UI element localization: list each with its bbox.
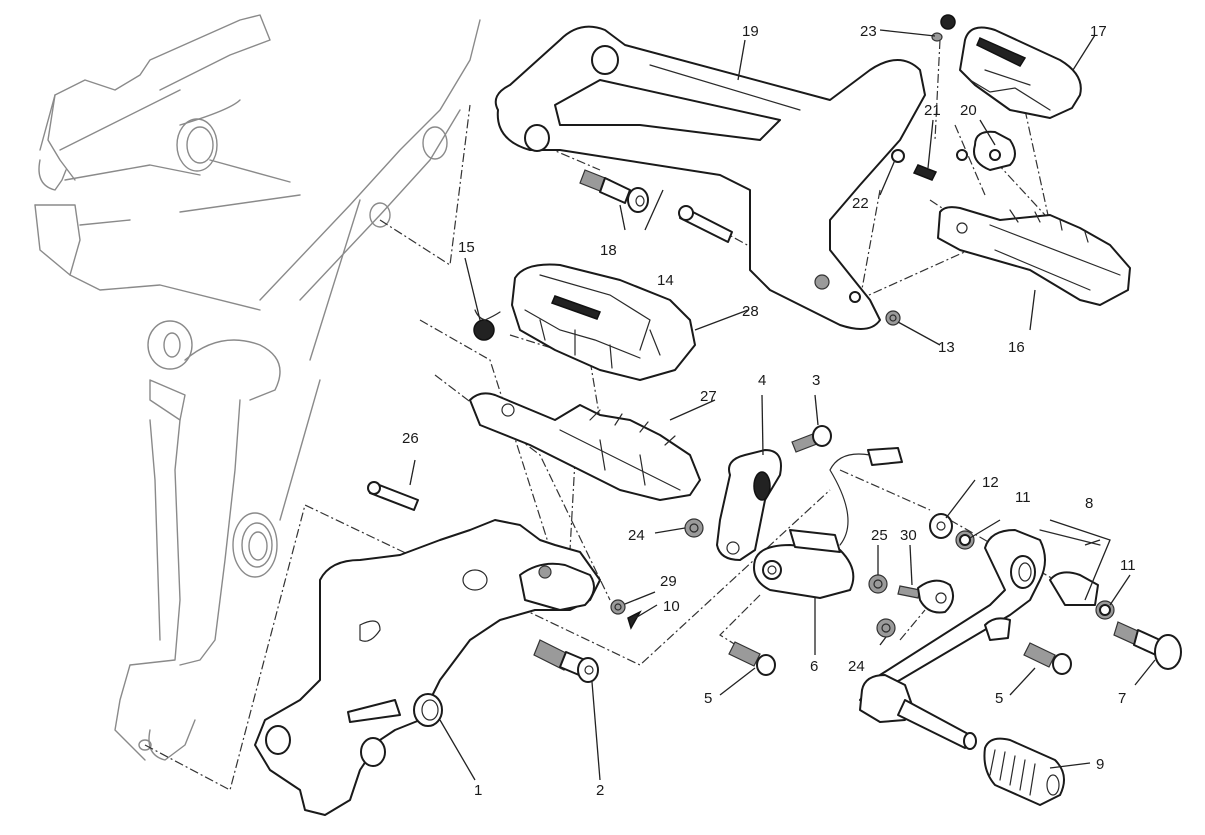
callout-13: 13 <box>938 339 955 356</box>
callout-1: 1 <box>474 782 482 799</box>
callout-15: 15 <box>458 239 475 256</box>
motorcycle-frame <box>34 14 481 761</box>
callout-22: 22 <box>852 195 869 212</box>
part-11-washer-left <box>955 530 975 550</box>
part-4-linkage-arm <box>716 449 782 561</box>
part-15-spring-clip <box>473 309 501 341</box>
part-27-footpeg <box>469 392 701 501</box>
part-10-split-pin <box>627 610 642 630</box>
callout-8: 8 <box>1085 495 1093 512</box>
part-18-bolt <box>579 169 649 213</box>
callout-26: 26 <box>402 430 419 447</box>
part-7-pivot-bolt <box>1113 621 1182 670</box>
part-13-nut <box>885 310 901 326</box>
part-19-footrest-bracket <box>494 25 926 330</box>
part-1-footrest-bracket <box>254 519 601 816</box>
callout-23: 23 <box>860 23 877 40</box>
callout-27: 27 <box>700 388 717 405</box>
leader-lines <box>409 29 1156 781</box>
callout-16: 16 <box>1008 339 1025 356</box>
callout-30: 30 <box>900 527 917 544</box>
part-17-rubber-pad <box>959 26 1082 119</box>
part-28-rubber-cover <box>511 263 696 381</box>
callout-9: 9 <box>1096 756 1104 773</box>
callout-2: 2 <box>596 782 604 799</box>
callout-12: 12 <box>982 474 999 491</box>
part-26-pin <box>367 481 419 511</box>
callout-10: 10 <box>663 598 680 615</box>
callout-17: 17 <box>1090 23 1107 40</box>
callout-20: 20 <box>960 102 977 119</box>
part-24-nut-lower <box>876 618 896 638</box>
callout-19: 19 <box>742 23 759 40</box>
callout-5-right: 5 <box>995 690 1003 707</box>
callout-3: 3 <box>812 372 820 389</box>
part-21-spring <box>912 164 938 181</box>
callout-11-left: 11 <box>1015 489 1031 506</box>
part-6-gear-sensor <box>753 447 903 599</box>
part-23-screw <box>931 14 956 42</box>
callout-25: 25 <box>871 527 888 544</box>
callout-18: 18 <box>600 242 617 259</box>
part-16-footpeg <box>937 206 1131 306</box>
part-24-nut-upper <box>684 518 704 538</box>
part-3-bolt <box>791 425 832 453</box>
callout-7: 7 <box>1118 690 1126 707</box>
callout-11-right: 11 <box>1120 557 1136 574</box>
part-25-nut <box>868 574 888 594</box>
part-14-pin <box>678 205 733 243</box>
callout-labels: 1 2 3 4 5 5 6 7 8 9 10 11 11 12 13 14 15… <box>402 23 1136 799</box>
part-12-washer <box>929 513 953 539</box>
part-11-washer-right <box>1095 600 1115 620</box>
callout-6: 6 <box>810 658 818 675</box>
callout-29: 29 <box>660 573 677 590</box>
part-30-rod-end <box>897 579 955 614</box>
part-5-bolt-left <box>728 641 776 676</box>
part-5-bolt-right <box>1023 642 1072 675</box>
part-9-pedal-rubber <box>983 737 1065 806</box>
callout-5-left: 5 <box>704 690 712 707</box>
part-2-bolt <box>533 639 599 683</box>
part-8-gear-lever <box>859 529 1101 750</box>
callout-14: 14 <box>657 272 674 289</box>
callout-28: 28 <box>742 303 759 320</box>
callout-24-lower: 24 <box>848 658 865 675</box>
part-20-plate <box>956 130 1016 171</box>
part-29-washer <box>610 599 626 615</box>
callout-21: 21 <box>924 102 941 119</box>
part-22-ball <box>891 149 905 163</box>
callout-24-upper: 24 <box>628 527 645 544</box>
callout-4: 4 <box>758 372 766 389</box>
